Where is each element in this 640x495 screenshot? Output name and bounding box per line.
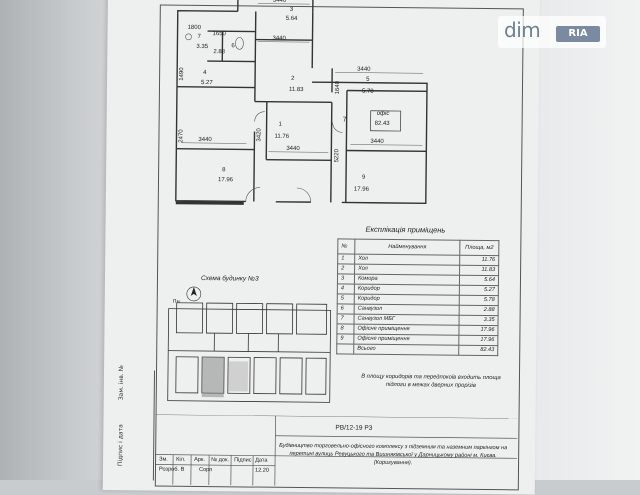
- office-num: 7: [343, 116, 347, 123]
- row-num: 9: [337, 334, 354, 344]
- total-label: Всього: [354, 344, 459, 355]
- dim-upper-mid: 3440: [272, 36, 285, 42]
- dim-top: 3440: [273, 0, 286, 4]
- room-4-num: 4: [203, 70, 206, 76]
- row-name: Комора: [354, 274, 459, 285]
- row-name: Санвузол МБГ: [354, 314, 459, 325]
- dim-5220: 5220: [334, 149, 340, 162]
- header-name: Найменування: [355, 239, 460, 255]
- row-area: 17.96: [459, 325, 498, 335]
- room-4-area: 5.27: [201, 80, 213, 86]
- row-num: 7: [337, 314, 354, 324]
- row-area: 2.88: [459, 305, 498, 315]
- col-date: Дата: [255, 458, 267, 464]
- room-5-area: 5.78: [362, 89, 374, 95]
- row-area: 5.64: [459, 275, 498, 285]
- total-num: [337, 344, 354, 354]
- room-2-area: 11.83: [289, 87, 304, 93]
- dim-center: 3440: [286, 146, 299, 152]
- row-name: Офісне приміщення: [354, 334, 459, 345]
- room-5-num: 5: [366, 77, 369, 83]
- explication-title: Експлікація приміщень: [365, 225, 445, 235]
- dim-right-top: 3440: [357, 67, 370, 73]
- room-2-num: 2: [291, 76, 294, 82]
- watermark-ria: RIA: [556, 26, 600, 42]
- watermark-brand: dim: [504, 18, 540, 42]
- room-8-area: 17.96: [218, 177, 233, 183]
- dim-1650: 1650: [213, 31, 226, 37]
- row-area: 17.96: [459, 335, 498, 345]
- room-9-area: 17.96: [354, 187, 369, 193]
- total-area: 82.43: [459, 345, 498, 355]
- room-6-num: 6: [231, 43, 234, 49]
- col-change: Зм.: [159, 457, 168, 463]
- dim-right: 3440: [370, 139, 383, 145]
- col-sheet: Арк.: [194, 457, 205, 463]
- row-area: 5.78: [459, 295, 498, 305]
- row-name: Коридор: [354, 284, 459, 295]
- room-3-num: 3: [290, 7, 293, 13]
- row-num: 5: [337, 294, 354, 304]
- floor-plan-sheet: Підпис і дата Зам. інв. №: [103, 0, 540, 494]
- row-area: 3.35: [459, 315, 498, 325]
- row-name: Санвузол: [354, 304, 459, 315]
- dim-left: 3440: [198, 137, 211, 143]
- header-num: №: [338, 239, 355, 254]
- office-label: офіс: [377, 111, 390, 117]
- developer-name: Сорп: [199, 467, 212, 473]
- background-right: [530, 0, 640, 480]
- project-code: РВ/12-19 РЗ: [335, 424, 372, 431]
- table-header-row: № Найменування Площа, м2: [338, 239, 499, 256]
- dim-ria-watermark: dim RIA: [498, 16, 606, 48]
- room-6-area: 2.88: [213, 49, 225, 55]
- room-7-area: 3.35: [196, 44, 208, 50]
- row-num: 6: [337, 304, 354, 314]
- project-description: Будівництво торговельно-офісного комплек…: [277, 442, 509, 468]
- room-1-area: 11.76: [274, 134, 289, 140]
- room-9-num: 9: [362, 175, 365, 181]
- row-area: 5.27: [459, 285, 498, 295]
- room-7-num: 7: [197, 34, 200, 40]
- header-area: Площа, м2: [460, 240, 499, 255]
- footnote: В площу коридорів та передпокоїв входить…: [356, 373, 506, 391]
- dim-1640: 1640: [335, 81, 341, 94]
- row-num: 3: [337, 274, 354, 284]
- background-left: [0, 0, 120, 480]
- col-sign: Підпис: [234, 457, 252, 463]
- room-8-num: 8: [222, 167, 225, 173]
- office-area: 82.43: [375, 121, 390, 127]
- room-1-num: 1: [279, 122, 282, 128]
- dim-2470: 2470: [178, 129, 184, 142]
- row-name: Офісне приміщення: [354, 324, 459, 335]
- dim-3420: 3420: [256, 128, 262, 141]
- dim-1490: 1490: [179, 67, 185, 80]
- room-3-area: 5.64: [286, 16, 298, 22]
- row-name: Коридор: [354, 294, 459, 305]
- row-area: 11.76: [460, 255, 499, 265]
- row-num: 8: [337, 324, 354, 334]
- developer-label: Розроб. В: [159, 467, 184, 473]
- dim-1800: 1800: [188, 25, 201, 31]
- developer-date: 12.20: [255, 468, 269, 474]
- row-num: 2: [338, 264, 355, 274]
- schema-title: Схема будинку №3: [201, 275, 259, 283]
- building-schema-drawing: [166, 301, 337, 413]
- row-num: 4: [337, 284, 354, 294]
- col-doc: № док.: [211, 457, 229, 463]
- row-area: 11.83: [460, 265, 499, 275]
- col-count: Кіл.: [176, 457, 185, 463]
- row-num: 1: [338, 254, 355, 264]
